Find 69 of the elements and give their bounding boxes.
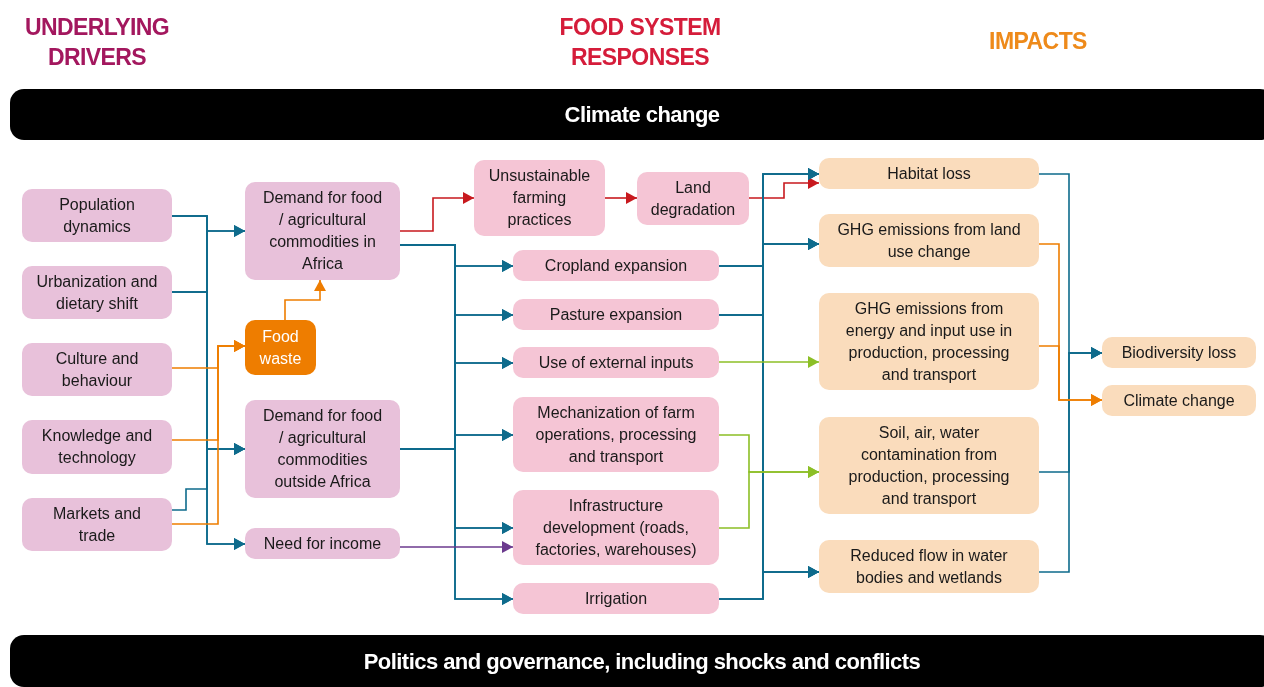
box-text: Mechanization of farm operations, processing and transport (534, 402, 698, 467)
arrow (284, 279, 326, 321)
impact-box (1102, 337, 1256, 368)
box-text: Markets and trade (51, 503, 142, 546)
driver-box (22, 343, 172, 396)
box-text: Infrastructure development (roads, factories, warehouses) (534, 495, 698, 560)
arrow (1038, 345, 1103, 406)
impact-box (819, 540, 1039, 593)
driver-box (22, 266, 172, 319)
box-text: Need for income (263, 533, 382, 554)
arrow (604, 192, 638, 204)
driver-box (22, 420, 172, 474)
box-text: Reduced flow in water bodies and wetlands (849, 545, 1009, 588)
arrow (171, 291, 246, 550)
box-text: Demand for food / agricultural commodities outside Africa (261, 406, 384, 492)
response-box (474, 160, 605, 236)
box-text: GHG emissions from energy and input use in production, processing and transport (844, 298, 1014, 385)
banner-bar (10, 635, 1264, 687)
box-text: Use of external inputs (538, 352, 694, 373)
box-text: Food waste (259, 326, 302, 369)
box-text: Land degradation (650, 177, 736, 220)
column-heading: UNDERLYING DRIVERS (23, 13, 171, 72)
arrow (718, 466, 820, 529)
box-text: Pasture expansion (549, 304, 683, 325)
response-box (513, 347, 719, 378)
box-text: Habitat loss (887, 163, 971, 184)
box-text: Cropland expansion (544, 255, 688, 276)
arrow (1038, 347, 1103, 573)
response-box (637, 172, 749, 225)
banner-bar (10, 89, 1264, 140)
box-text: Soil, air, water contamination from production, processing and transport (847, 422, 1011, 509)
arrow (399, 448, 514, 605)
box-text: Knowledge and technology (40, 426, 154, 468)
driver-box (22, 498, 172, 551)
box-text: Population dynamics (58, 194, 136, 237)
response-box (513, 583, 719, 614)
box-text: Urbanization and dietary shift (36, 271, 158, 314)
impact-box (819, 417, 1039, 514)
box-text: Culture and behaviour (54, 348, 140, 391)
impact-box (819, 158, 1039, 189)
driver-box (22, 189, 172, 242)
box-text: Unsustainable farming practices (488, 166, 591, 230)
box-text: Politics and governance, including shocks and conflicts (363, 647, 921, 676)
impact-box (1102, 385, 1256, 416)
arrow (399, 541, 514, 553)
driver-box (245, 400, 400, 498)
box-text: Climate change (1123, 390, 1235, 411)
box-text: Irrigation (584, 588, 648, 609)
column-heading: FOOD SYSTEM RESPONSES (558, 13, 722, 72)
impact-box (819, 214, 1039, 267)
driver-box (245, 528, 400, 559)
driver-box (245, 182, 400, 280)
response-box (513, 299, 719, 330)
response-box (513, 397, 719, 472)
arrow (171, 443, 246, 511)
column-heading: IMPACTS (988, 27, 1088, 56)
impact-box (819, 293, 1039, 390)
response-box (513, 490, 719, 565)
arrow (718, 566, 820, 600)
arrow (748, 177, 820, 199)
arrow (171, 340, 246, 525)
highlight-box (245, 320, 316, 375)
box-text: Biodiversity loss (1121, 342, 1237, 363)
box-text: Climate change (564, 101, 720, 129)
box-text: Demand for food / agricultural commodities in Africa (261, 188, 384, 274)
arrow (718, 356, 820, 368)
response-box (513, 250, 719, 281)
arrow (399, 192, 475, 232)
box-text: GHG emissions from land use change (836, 219, 1022, 262)
